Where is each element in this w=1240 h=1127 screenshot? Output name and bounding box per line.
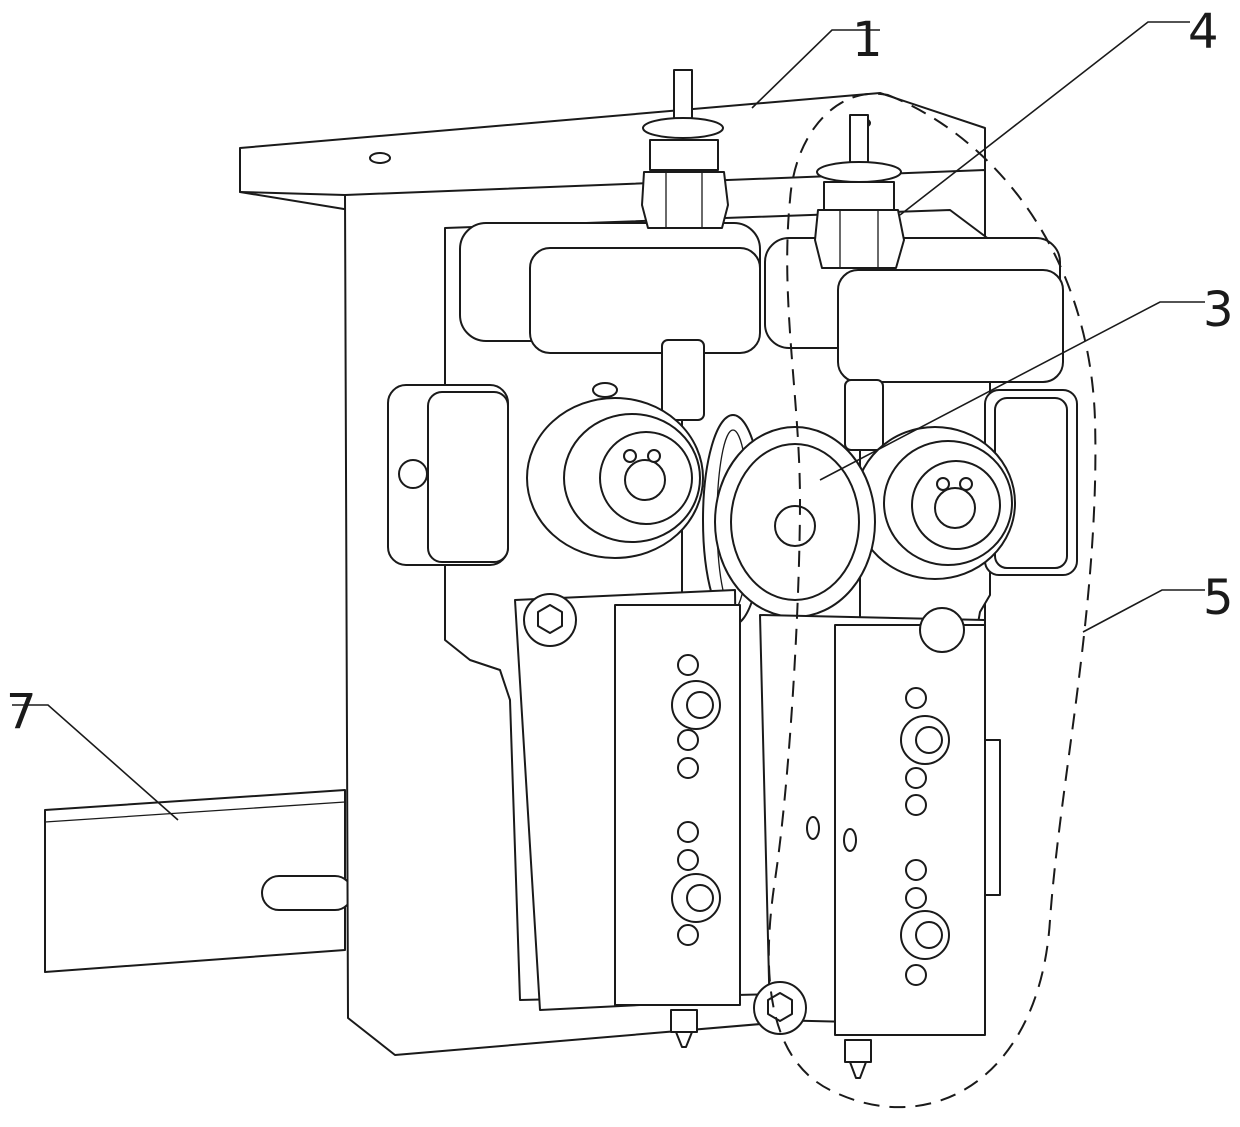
right-nozzle-block xyxy=(753,607,1001,1079)
sliding-rail xyxy=(44,789,353,973)
label-3: 3 xyxy=(1203,282,1234,338)
switching-gear xyxy=(714,426,876,618)
label-5: 5 xyxy=(1203,570,1234,626)
drive-gear-left xyxy=(526,382,704,559)
label-4: 4 xyxy=(1188,4,1219,60)
left-nozzle-block xyxy=(514,589,741,1048)
guide-tubes xyxy=(661,339,884,626)
left-fitting xyxy=(641,69,729,229)
label-7: 7 xyxy=(6,684,37,740)
left-feed-motor xyxy=(459,222,761,354)
leader-lines xyxy=(12,21,1205,821)
drive-gear-right xyxy=(854,426,1016,580)
part-5-outline xyxy=(767,92,1097,1109)
right-fitting xyxy=(814,114,905,269)
label-1: 1 xyxy=(852,12,883,68)
